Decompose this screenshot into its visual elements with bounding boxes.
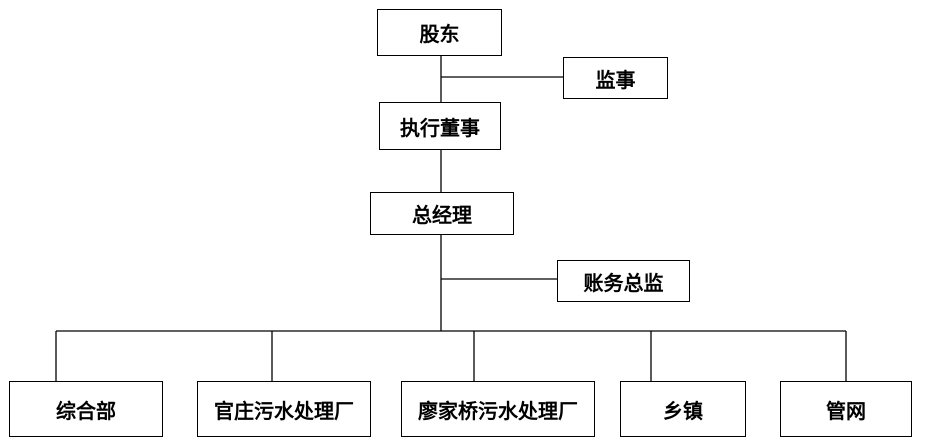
node-finance-director: 账务总监 [557, 260, 690, 302]
node-general-manager: 总经理 [370, 192, 514, 235]
node-executive-director: 执行董事 [379, 102, 501, 150]
node-guanzhuang-plant: 官庄污水处理厂 [197, 381, 371, 437]
node-general-department: 综合部 [9, 381, 163, 437]
node-townships: 乡镇 [620, 381, 746, 437]
node-supervisor: 监事 [563, 57, 668, 99]
node-pipe-network: 管网 [780, 381, 912, 437]
node-shareholders: 股东 [377, 9, 502, 56]
node-liaojiaqiao-plant: 廖家桥污水处理厂 [401, 381, 595, 437]
